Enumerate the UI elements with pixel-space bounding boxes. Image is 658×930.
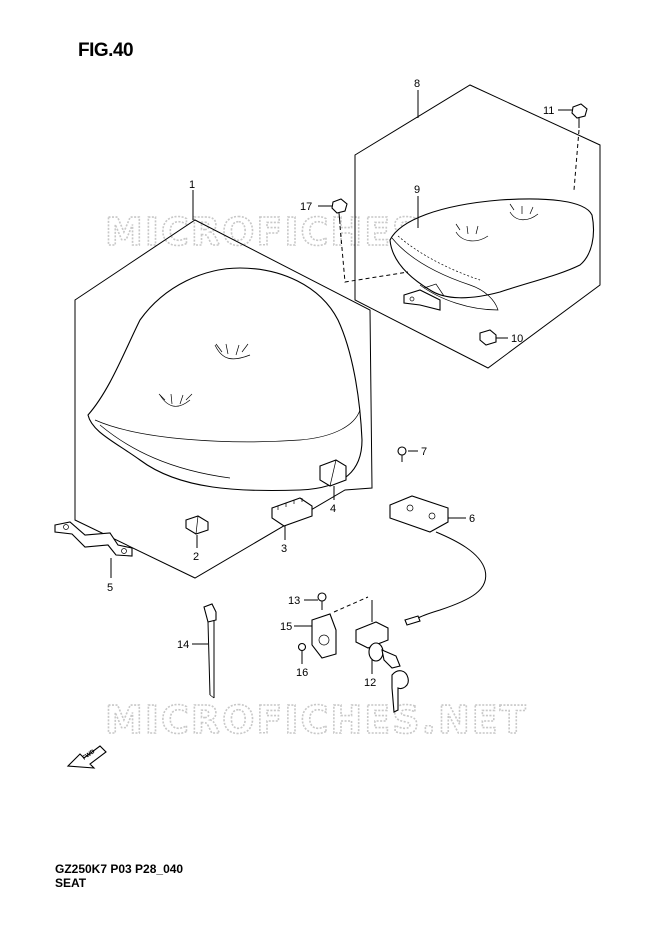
- screw-part-16[interactable]: [297, 642, 307, 658]
- callout-3: 3: [281, 543, 287, 555]
- callout-13: 13: [288, 595, 300, 607]
- cushion-part-3[interactable]: [271, 497, 313, 527]
- rear-seat-part[interactable]: [389, 198, 595, 311]
- callout-14: 14: [177, 639, 189, 651]
- main-seat-group-box: [74, 219, 373, 579]
- nut-part-10[interactable]: [479, 329, 497, 346]
- rear-seat-group-box: [354, 84, 601, 369]
- callout-9: 9: [414, 184, 420, 196]
- callout-8: 8: [414, 78, 420, 90]
- callout-1: 1: [189, 179, 195, 191]
- main-seat-part[interactable]: [87, 267, 363, 492]
- callout-12: 12: [364, 677, 376, 689]
- bolt-part-17[interactable]: [331, 198, 348, 225]
- bolt-part-13[interactable]: [317, 592, 327, 610]
- leader-dash-11: [573, 129, 580, 191]
- bracket-part-5[interactable]: [54, 521, 133, 557]
- fwd-arrow-icon: FWD: [66, 745, 107, 769]
- leader-dash-17: [339, 225, 409, 283]
- plate-part-15[interactable]: [311, 613, 337, 659]
- callout-6: 6: [469, 513, 475, 525]
- section-name: SEAT: [55, 876, 87, 890]
- callout-11: 11: [543, 105, 554, 117]
- rubber-part-4[interactable]: [319, 459, 347, 487]
- holder-part-6[interactable]: [389, 495, 487, 626]
- callout-15: 15: [280, 621, 292, 633]
- screw-part-7[interactable]: [397, 446, 407, 462]
- callout-4: 4: [330, 503, 336, 515]
- cable-tie-part-14[interactable]: [203, 603, 217, 699]
- bolt-part-11[interactable]: [571, 103, 588, 128]
- lock-part-12[interactable]: [355, 600, 409, 713]
- nut-part-2[interactable]: [185, 515, 209, 535]
- callout-17: 17: [300, 201, 312, 213]
- callout-16: 16: [296, 667, 308, 679]
- callout-2: 2: [193, 551, 199, 563]
- callout-10: 10: [511, 333, 523, 345]
- figure-title: FIG.40: [78, 40, 134, 61]
- callout-7: 7: [421, 446, 427, 458]
- leader-dash-13: [333, 596, 369, 613]
- callout-5: 5: [107, 582, 113, 594]
- model-code: GZ250K7 P03 P28_040: [55, 862, 184, 876]
- watermark-bottom: MICROFICHES.NET: [105, 698, 528, 742]
